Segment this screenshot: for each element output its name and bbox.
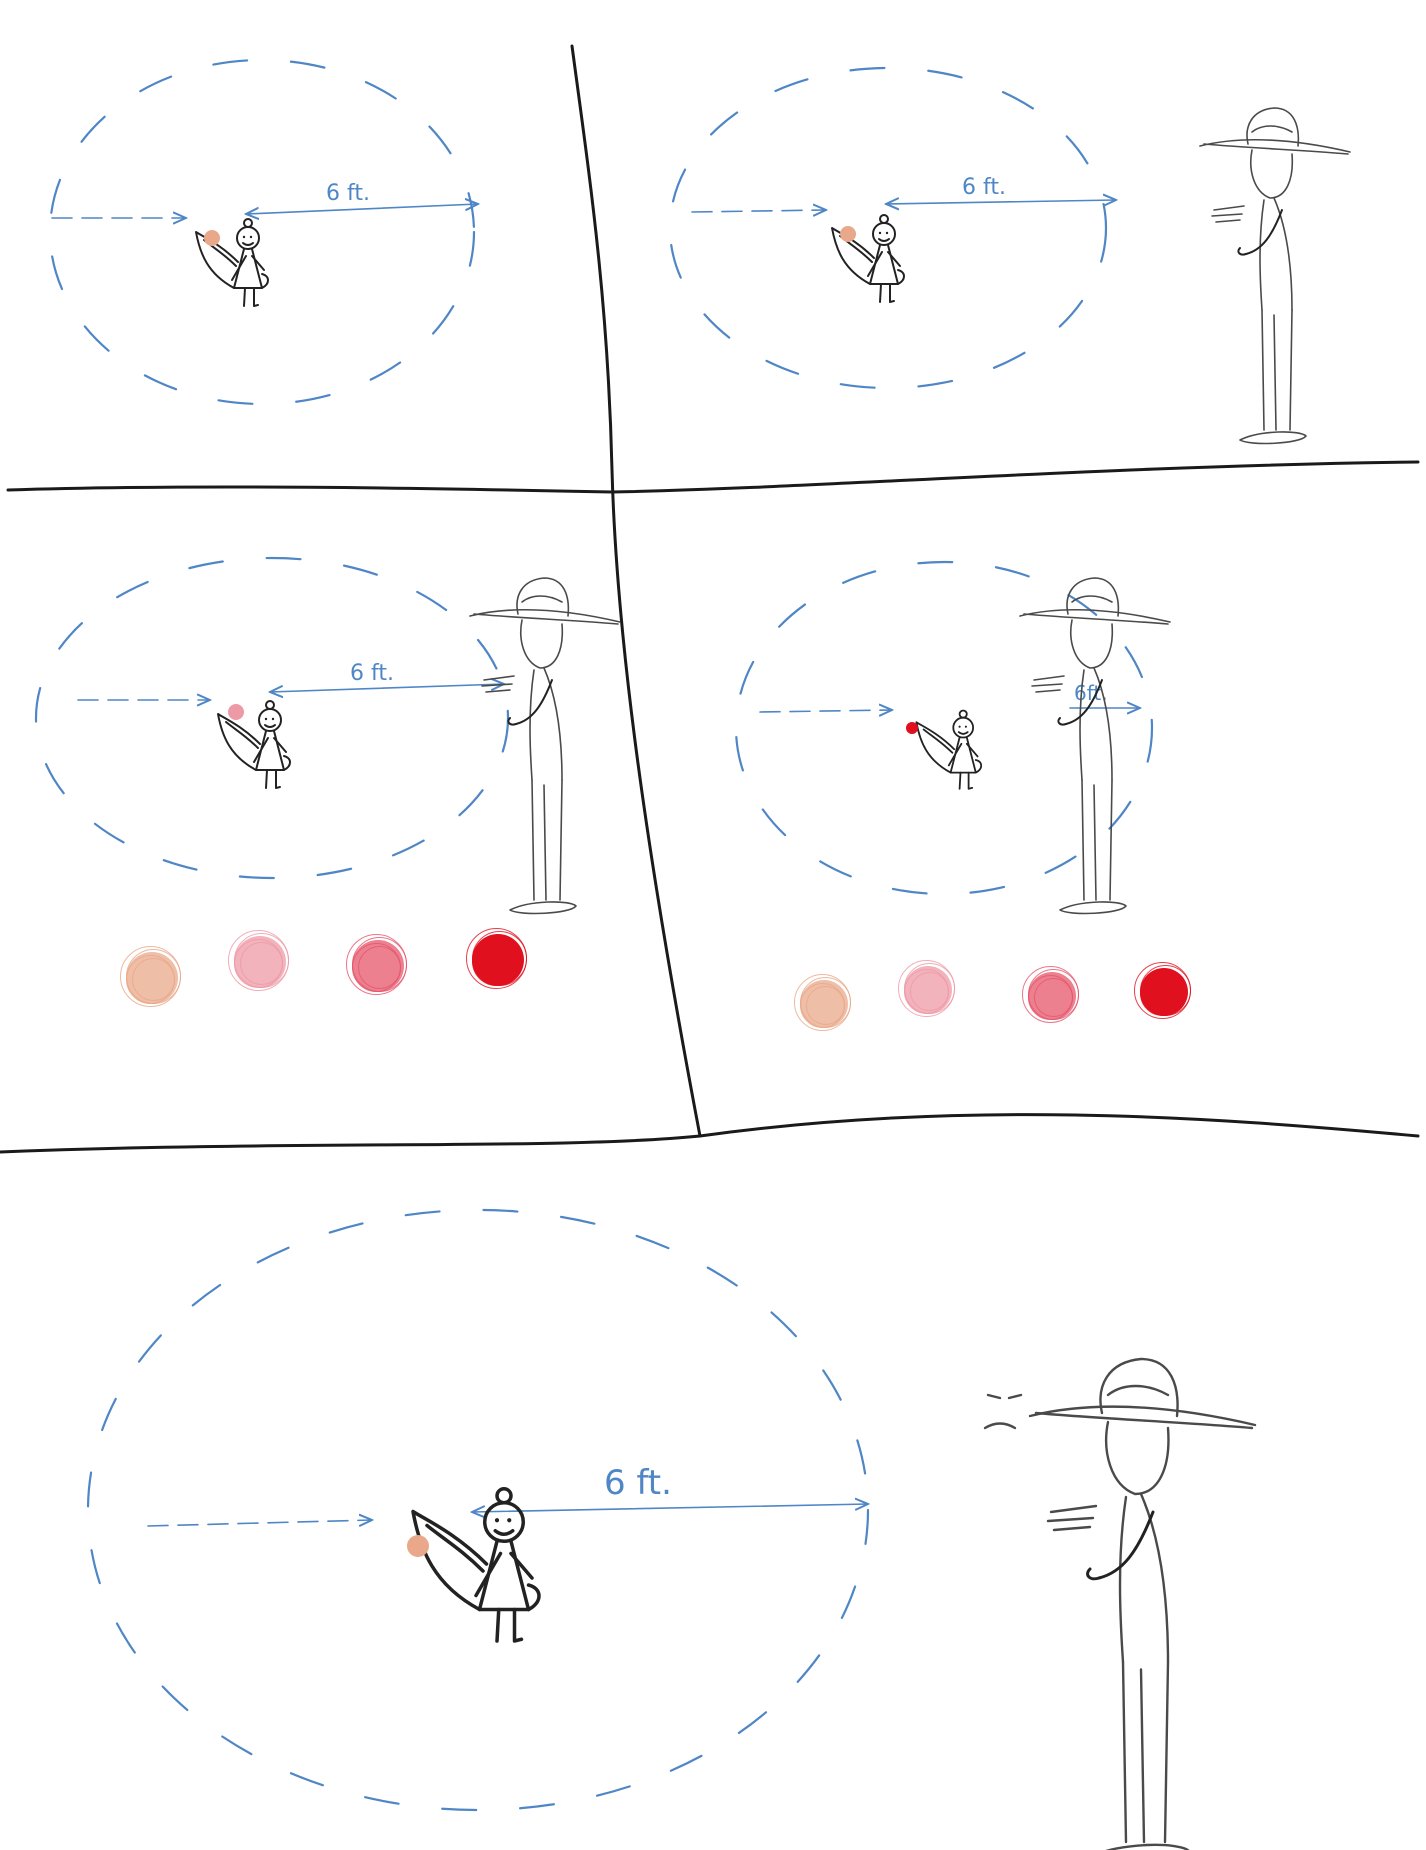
fairy-light [228,704,244,720]
stranger-figure-frowning [983,1357,1257,1850]
panel-3: 6 ft. [34,556,621,915]
personal-space-ring [48,58,476,406]
fairy-light [407,1535,429,1557]
intensity-level-2 [228,930,289,991]
distance-label: 6 ft. [326,181,370,206]
stranger-figure-smiling [1019,577,1171,915]
intensity-level-3 [1022,966,1079,1023]
distance-arrow [270,684,504,692]
intensity-scale-left [120,928,527,1007]
panel-1: 6 ft. [48,58,478,406]
stranger-figure-smiling [1199,107,1351,445]
intensity-level-4 [466,928,527,989]
intensity-scale-right [794,960,1191,1031]
intensity-level-4 [1134,962,1191,1019]
fairy-light [840,226,856,242]
stranger-figure-smiling [469,577,621,915]
personal-space-ring [34,556,510,880]
intensity-level-2 [898,960,955,1017]
personal-space-ring [668,66,1108,390]
panel-borders [0,44,1420,1154]
distance-label: 6 ft. [604,1463,672,1503]
panel-4: 6ft. [734,560,1171,915]
fairy-light [204,230,220,246]
distance-arrow [246,204,478,214]
personal-space-ring [734,560,1154,896]
distance-label: 6 ft. [350,661,394,686]
distance-arrow [886,200,1116,204]
panel-5: 6 ft. [86,1208,1257,1850]
fairy-light [906,722,918,734]
approach-arrow [691,210,826,212]
approach-arrow [147,1520,372,1526]
distance-arrow [472,1504,868,1512]
intensity-level-3 [346,934,407,995]
intensity-level-1 [120,946,181,1007]
intensity-level-1 [794,974,851,1031]
approach-arrow [759,710,892,712]
panel-2: 6 ft. [668,66,1351,445]
personal-space-ring [86,1208,870,1812]
distance-label: 6 ft. [962,175,1006,200]
fairy-figure [915,709,983,790]
